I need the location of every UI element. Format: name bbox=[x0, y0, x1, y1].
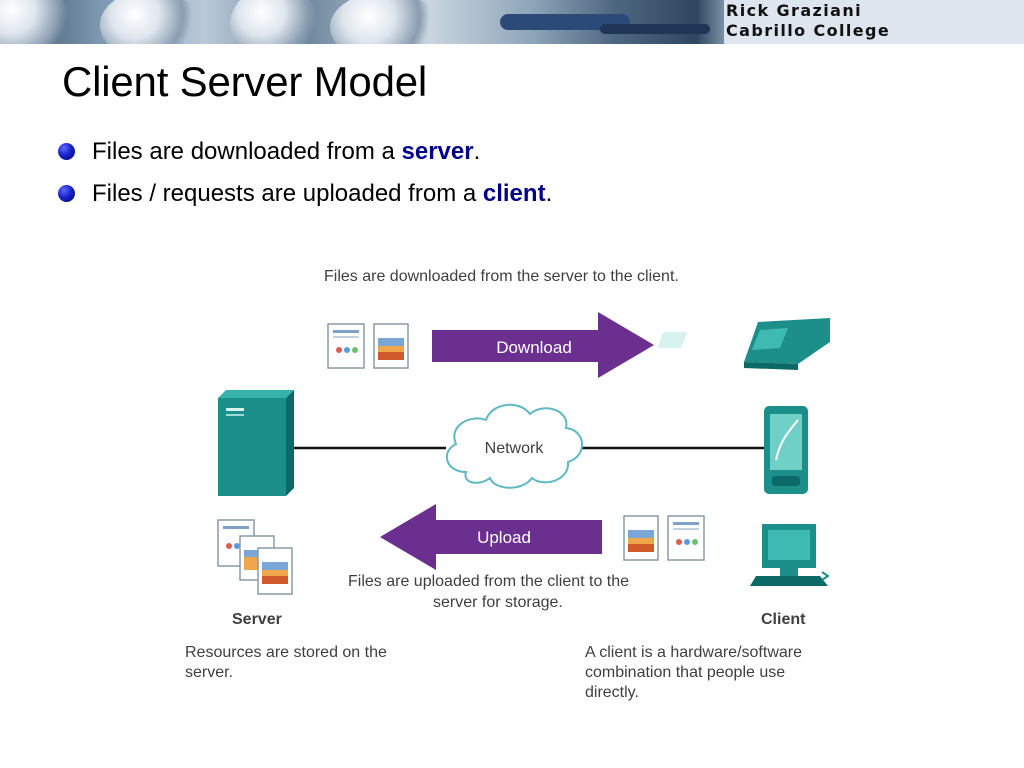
bullet-emphasis: client bbox=[482, 180, 546, 207]
bullet-dot-icon bbox=[58, 143, 75, 160]
banner-decoration bbox=[330, 0, 440, 44]
server-label: Server bbox=[232, 611, 282, 628]
bullet-suffix: . bbox=[473, 138, 481, 165]
header-banner: Rick Graziani Cabrillo College bbox=[0, 0, 1024, 44]
banner-author: Rick Graziani bbox=[726, 1, 862, 20]
client-description-line1: A client is a hardware/software bbox=[585, 644, 802, 661]
download-label: Download bbox=[496, 338, 572, 357]
upload-caption-line1: Files are uploaded from the client to th… bbox=[348, 573, 630, 590]
server-description-line2: server. bbox=[185, 664, 234, 681]
banner-decoration bbox=[0, 0, 70, 44]
banner-institution: Cabrillo College bbox=[726, 21, 891, 40]
bullet-text: Files are downloaded from a bbox=[92, 138, 402, 165]
banner-text-panel bbox=[724, 0, 1024, 44]
pda-device-icon bbox=[764, 406, 808, 494]
bullet-dot-icon bbox=[58, 185, 75, 202]
document-icon bbox=[327, 323, 365, 369]
ip-phone-icon bbox=[657, 318, 830, 370]
upload-label: Upload bbox=[477, 528, 531, 547]
bullet-item: Files are downloaded from a server. bbox=[56, 136, 552, 178]
network-label: Network bbox=[485, 440, 545, 457]
desktop-pc-icon bbox=[750, 524, 830, 586]
upload-arrow: Upload bbox=[380, 504, 602, 570]
bullet-suffix: . bbox=[545, 180, 553, 207]
client-description-line2: combination that people use bbox=[585, 664, 786, 681]
server-description-line1: Resources are stored on the bbox=[185, 644, 387, 661]
network-cloud-icon: Network bbox=[445, 403, 583, 489]
bullet-list: Files are downloaded from a server. File… bbox=[56, 136, 552, 220]
server-files-icon bbox=[217, 519, 293, 595]
download-arrow: Download bbox=[432, 312, 654, 378]
client-description-line3: directly. bbox=[585, 684, 639, 701]
slide-title: Client Server Model bbox=[62, 58, 428, 105]
document-icon bbox=[667, 515, 705, 561]
image-file-icon bbox=[623, 515, 659, 561]
server-tower-icon bbox=[218, 390, 294, 496]
download-caption: Files are downloaded from the server to … bbox=[324, 268, 679, 285]
banner-decoration bbox=[100, 0, 200, 44]
banner-decoration bbox=[230, 0, 320, 44]
client-label: Client bbox=[761, 611, 806, 628]
banner-decoration bbox=[500, 14, 630, 30]
upload-caption-line2: server for storage. bbox=[433, 594, 563, 611]
image-file-icon bbox=[373, 323, 409, 369]
bullet-text: Files / requests are uploaded from a bbox=[92, 180, 483, 207]
bullet-item: Files / requests are uploaded from a cli… bbox=[56, 178, 552, 220]
banner-decoration bbox=[600, 24, 710, 34]
bullet-emphasis: server bbox=[401, 138, 474, 165]
